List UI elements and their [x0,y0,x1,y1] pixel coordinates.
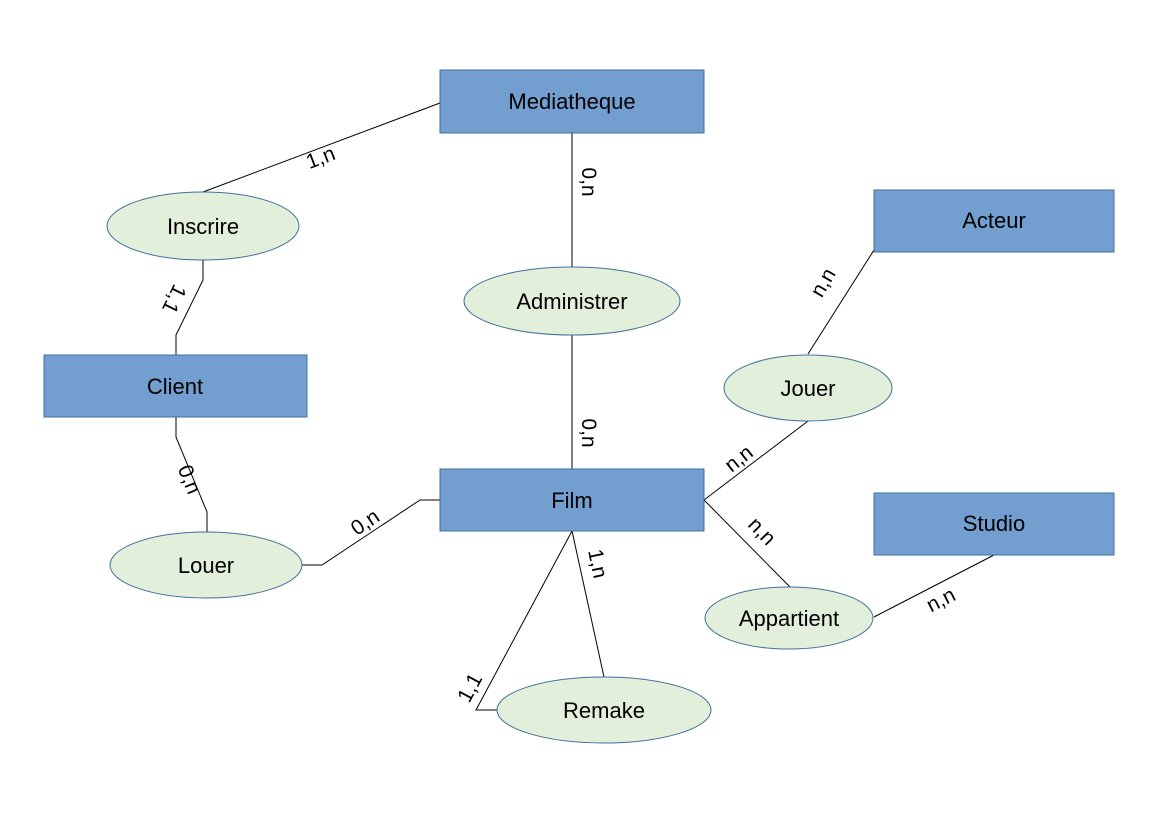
entity-acteur-box [873,189,1115,253]
link-film-remake-lower [475,530,573,711]
link-film-appartient [703,499,791,588]
cardinality-administrer-film: 0,n [577,418,600,447]
relation-administrer-shape [463,266,681,336]
link-film-remake-upper [571,530,605,678]
cardinality-film-appartient: n,n [743,513,780,550]
relation-appartient-shape [704,586,874,650]
relation-administrer-label: Administrer [516,289,627,314]
relation-jouer[interactable]: Jouer [723,354,893,422]
entities: Mediatheque Client Film Acteur Studio [43,69,1115,556]
relation-remake[interactable]: Remake [496,676,712,744]
link-client-louer [175,417,208,532]
cardinality-client-louer: 0,n [173,462,205,498]
entity-studio-box [873,492,1115,556]
relation-louer-shape [109,531,303,599]
relation-jouer-label: Jouer [780,376,835,401]
entity-film-box [439,468,705,532]
cardinality-mediatheque-administrer: 0,n [577,167,600,196]
cardinality-inscrire-client: 1,1 [157,281,190,317]
relation-inscrire-label: Inscrire [167,214,239,239]
relation-administrer[interactable]: Administrer [463,266,681,336]
cardinality-film-remake-upper: 1,n [583,547,612,580]
cardinality-acteur-jouer: n,n [806,264,841,301]
relation-louer[interactable]: Louer [109,531,303,599]
cardinality-jouer-film: n,n [720,441,757,477]
relation-remake-shape [496,676,712,744]
cardinality-mediatheque-inscrire: 1,n [303,142,339,174]
link-inscrire-client [175,260,204,355]
link-appartient-studio [873,554,995,618]
entity-client-box [43,354,308,418]
entity-film[interactable]: Film [439,468,705,532]
entity-studio-label: Studio [963,511,1025,536]
link-louer-film [302,499,440,566]
entity-acteur-label: Acteur [962,208,1026,233]
entity-mediatheque-box [439,69,705,134]
entity-client[interactable]: Client [43,354,308,418]
entity-mediatheque[interactable]: Mediatheque [439,69,705,134]
cardinality-louer-film: 0,n [347,505,384,540]
entity-film-label: Film [551,488,593,513]
relation-inscrire[interactable]: Inscrire [106,191,300,261]
relation-louer-label: Louer [178,553,234,578]
relation-appartient-label: Appartient [739,606,839,631]
relation-jouer-shape [723,354,893,422]
cardinality-film-remake-lower: 1,1 [453,670,487,707]
relation-appartient[interactable]: Appartient [704,586,874,650]
entity-acteur[interactable]: Acteur [873,189,1115,253]
entity-client-label: Client [147,374,203,399]
relations: Inscrire Administrer Louer Jouer Apparti… [106,191,893,744]
relation-remake-label: Remake [563,698,645,723]
link-jouer-film [703,420,809,501]
relation-inscrire-shape [106,191,300,261]
entity-mediatheque-label: Mediatheque [508,89,635,114]
entity-studio[interactable]: Studio [873,492,1115,556]
link-mediatheque-inscrire [202,102,441,193]
